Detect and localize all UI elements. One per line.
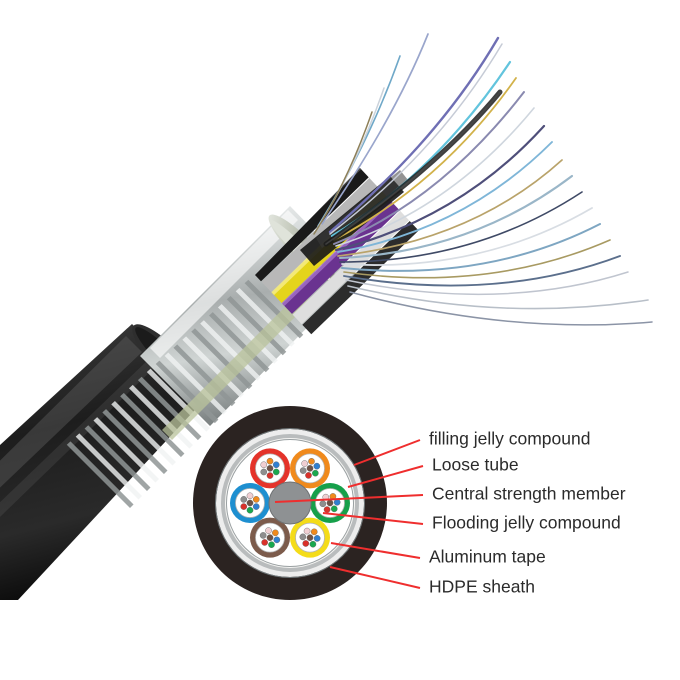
photo-optical-fibers <box>313 33 653 326</box>
callout-label-loose-tube: Loose tube <box>432 455 519 475</box>
callout-leader-central-strength-member <box>274 494 424 503</box>
loose-tube-brown-fiber <box>265 527 272 534</box>
loose-tube-orange-fiber <box>305 472 312 479</box>
loose-tube-blue <box>230 483 270 523</box>
loose-tube-orange-fiber <box>308 458 315 465</box>
loose-tube-yellow-fiber <box>309 540 317 548</box>
loose-tube-brown-fiber-center <box>266 534 274 541</box>
loose-tube-yellow-fiber <box>313 535 321 542</box>
callout-leader-loose-tube <box>347 465 424 488</box>
loose-tube-yellow-fiber <box>303 527 311 535</box>
loose-tube-yellow-fiber-center <box>306 534 314 541</box>
loose-tube-blue-fiber <box>246 506 254 514</box>
core-wall-outline <box>226 439 354 567</box>
cross-section-loose-tubes <box>230 448 350 558</box>
central-strength-member-group <box>268 481 312 525</box>
loose-tube-blue-fiber <box>252 503 260 510</box>
callout-leader-aluminum-tape <box>330 542 421 559</box>
loose-tube-orange-fiber <box>313 462 321 470</box>
loose-tube-orange-fiber <box>312 469 319 477</box>
loose-tube-blue-fiber-center <box>246 499 254 507</box>
loose-tube-blue-fiber <box>240 503 248 510</box>
loose-tube-red-fiber <box>260 468 268 476</box>
callout-leader-filling-jelly-compound <box>353 439 421 466</box>
callout-label-flooding-jelly-compound: Flooding jelly compound <box>432 513 621 533</box>
loose-tube-red-fiber <box>266 472 274 479</box>
loose-tube-brown <box>250 517 290 558</box>
callout-label-aluminum-tape: Aluminum tape <box>429 547 546 567</box>
loose-tube-brown-fiber <box>273 536 281 544</box>
loose-tube-brown-fiber <box>268 541 275 548</box>
callout-label-filling-jelly-compound: filling jelly compound <box>429 429 590 449</box>
loose-tube-brown-fiber <box>261 539 268 546</box>
aluminum-tape-outline <box>215 428 365 578</box>
callout-leader-hdpe-sheath <box>329 566 421 589</box>
loose-tube-green-fiber <box>323 506 331 513</box>
loose-tube-red-fiber <box>272 468 280 476</box>
loose-tube-blue-fiber <box>240 496 248 503</box>
loose-tube-red-fiber <box>272 461 280 469</box>
loose-tube-brown-fiber <box>272 529 279 537</box>
loose-tube-blue-fiber <box>252 496 260 503</box>
callout-label-central-strength-member: Central strength member <box>432 484 626 504</box>
loose-tube-yellow-fiber <box>299 533 307 541</box>
loose-tube-red <box>250 448 290 489</box>
loose-tube-red-fiber <box>260 461 268 469</box>
loose-tube-brown-fiber <box>259 532 267 539</box>
callout-leader-lines <box>274 439 424 589</box>
loose-tube-green-fiber <box>330 505 338 513</box>
callout-label-hdpe-sheath: HDPE sheath <box>429 577 535 597</box>
loose-tube-red-fiber <box>266 457 274 465</box>
loose-tube-green-fiber-center <box>326 499 334 507</box>
loose-tube-yellow-fiber <box>302 540 310 547</box>
loose-tube-yellow-fiber <box>310 528 318 536</box>
central-strength-member <box>268 481 312 525</box>
callout-leader-flooding-jelly-compound <box>322 512 424 525</box>
loose-tube-green-fiber <box>319 500 327 508</box>
loose-tube-yellow <box>290 517 330 558</box>
loose-tube-green <box>310 483 350 523</box>
loose-tube-orange-fiber <box>299 467 307 474</box>
loose-tube-orange <box>290 448 330 489</box>
loose-tube-orange-fiber-center <box>306 465 314 472</box>
loose-tube-orange-fiber <box>301 460 308 467</box>
loose-tube-blue-fiber <box>246 492 254 500</box>
loose-tube-red-fiber-center <box>266 465 274 472</box>
